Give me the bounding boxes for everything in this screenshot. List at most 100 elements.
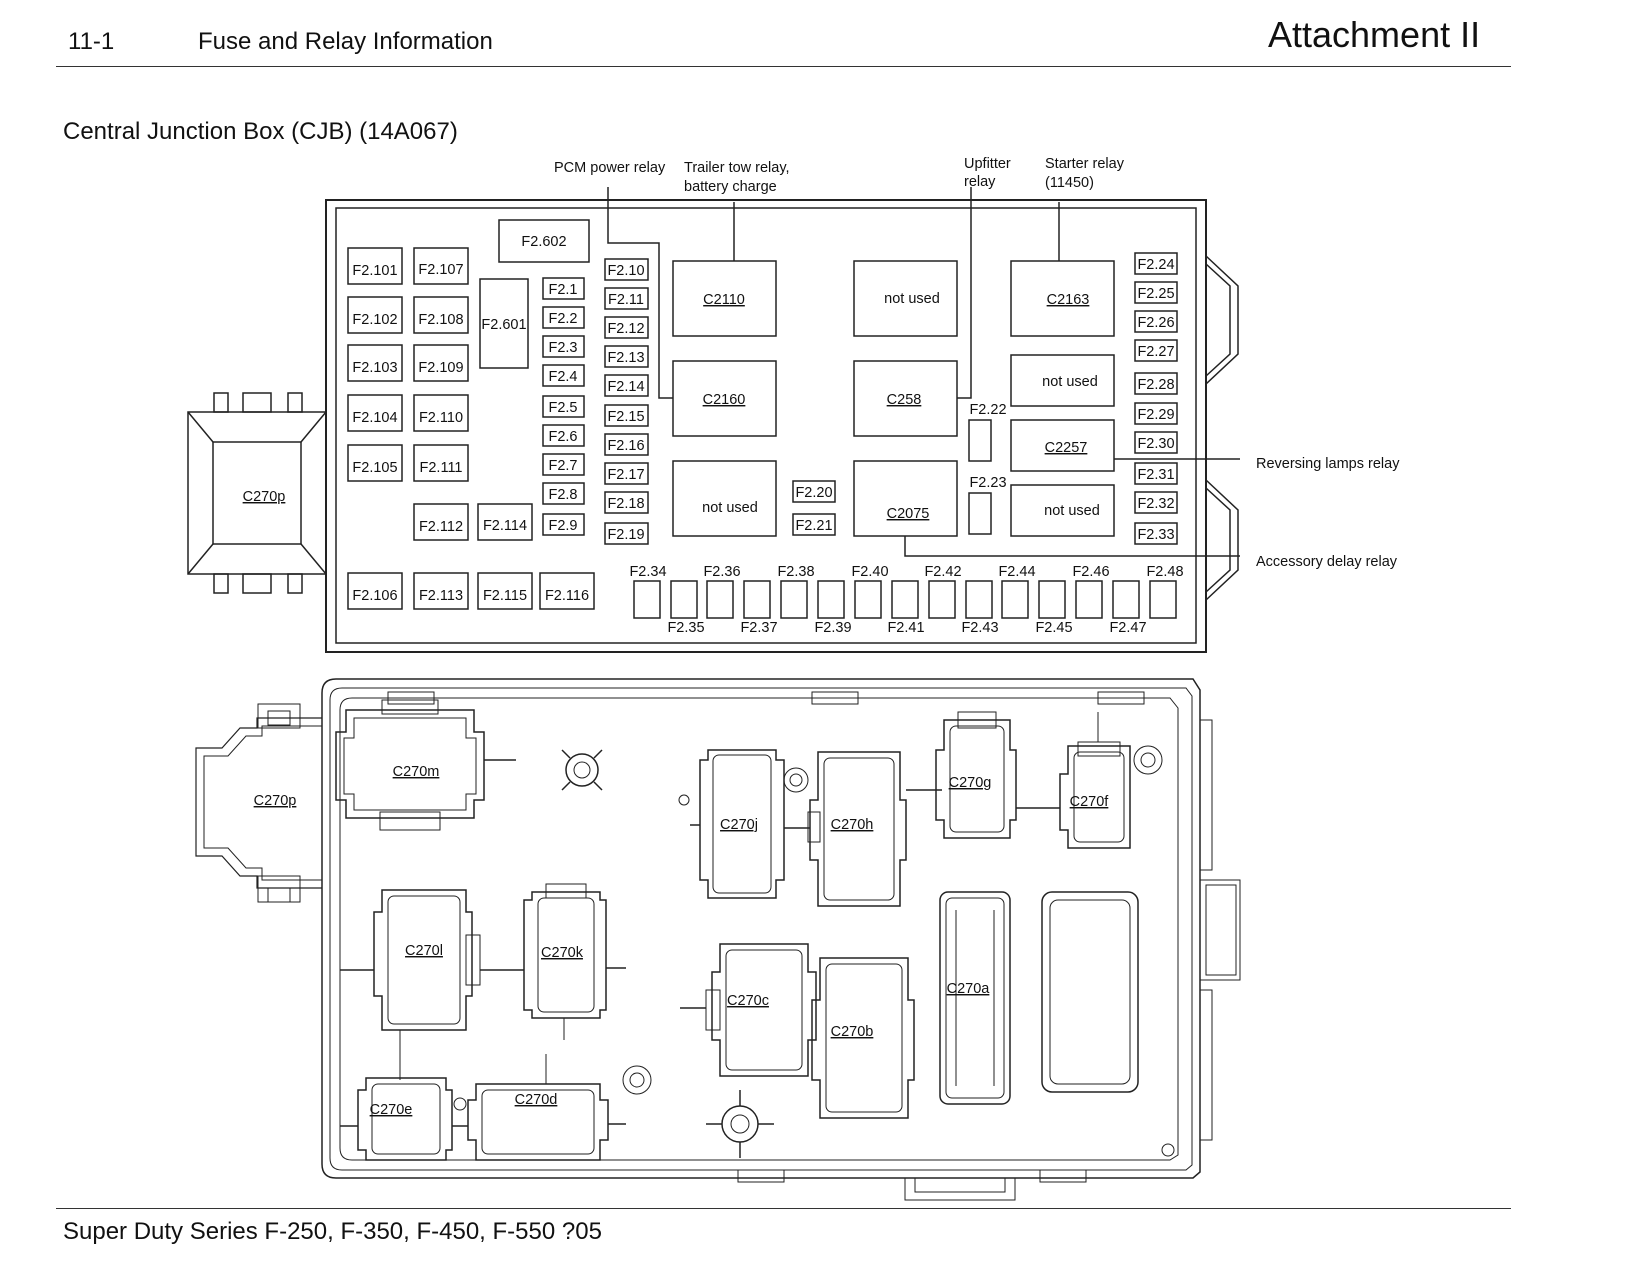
- fuse-f27: F2.7: [548, 458, 577, 474]
- connector-c270f: C270f: [1070, 794, 1110, 810]
- connector-c270a: C270a: [947, 981, 991, 997]
- fuse-f213: F2.13: [607, 350, 644, 366]
- fuse-f221: F2.21: [795, 518, 832, 534]
- fuse-f217: F2.17: [607, 467, 644, 483]
- fuse-f26: F2.6: [548, 429, 577, 445]
- fuse-f242: F2.42: [924, 564, 961, 580]
- connector-c270c: C270c: [727, 993, 769, 1009]
- fuse-f2107: F2.107: [418, 262, 463, 278]
- fuse-f246: F2.46: [1072, 564, 1109, 580]
- relay-c258: C258: [887, 392, 922, 408]
- fuse-f29: F2.9: [548, 518, 577, 534]
- fuse-f229: F2.29: [1137, 407, 1174, 423]
- connector-c270k: C270k: [541, 945, 584, 961]
- fuse-f219: F2.19: [607, 527, 644, 543]
- relay-c2160: C2160: [703, 392, 746, 408]
- page-title: Fuse and Relay Information: [198, 28, 493, 55]
- fuse-f24: F2.4: [548, 369, 577, 385]
- callout-upfitter-2: relay: [964, 174, 996, 190]
- fuse-f243: F2.43: [961, 620, 998, 636]
- fuse-f239: F2.39: [814, 620, 851, 636]
- fuse-f244: F2.44: [998, 564, 1035, 580]
- connector-c270b: C270b: [831, 1024, 874, 1040]
- fuse-f216: F2.16: [607, 438, 644, 454]
- callout-trailer-tow-1: Trailer tow relay,: [684, 160, 790, 176]
- fuse-f220: F2.20: [795, 485, 832, 501]
- fuse-f241: F2.41: [887, 620, 924, 636]
- c270p-schematic-label: C270p: [243, 489, 286, 505]
- page-number: 11-1: [68, 28, 115, 55]
- fuse-f2105: F2.105: [352, 460, 397, 476]
- relay-c2163: C2163: [1047, 292, 1090, 308]
- callout-reversing-lamps: Reversing lamps relay: [1256, 456, 1400, 472]
- relay-c2075: C2075: [887, 506, 930, 522]
- callout-trailer-tow-2: battery charge: [684, 179, 777, 195]
- fuse-f238: F2.38: [777, 564, 814, 580]
- fuse-f21: F2.1: [548, 282, 577, 298]
- fuse-f247: F2.47: [1109, 620, 1146, 636]
- connector-c270l: C270l: [405, 943, 443, 959]
- fuse-f2113: F2.113: [419, 588, 463, 604]
- fuse-f227: F2.27: [1137, 344, 1174, 360]
- section-title: Central Junction Box (CJB) (14A067): [63, 118, 458, 145]
- fuse-f234: F2.34: [629, 564, 666, 580]
- connector-c270g: C270g: [949, 775, 992, 791]
- fuse-f214: F2.14: [607, 379, 644, 395]
- fuse-f212: F2.12: [607, 321, 644, 337]
- fuse-f235: F2.35: [667, 620, 704, 636]
- relay-not-used-2: not used: [884, 291, 940, 307]
- fuse-f226: F2.26: [1137, 315, 1174, 331]
- fuse-f2115: F2.115: [483, 588, 527, 604]
- footer-rule: [56, 1208, 1511, 1209]
- relay-c2257: C2257: [1045, 440, 1088, 456]
- fuse-f2111: F2.111: [420, 460, 463, 476]
- fuse-f236: F2.36: [703, 564, 740, 580]
- fuse-f2112: F2.112: [419, 519, 463, 535]
- fuse-f233: F2.33: [1137, 527, 1174, 543]
- fuse-f23: F2.3: [548, 340, 577, 356]
- fuse-f237: F2.37: [740, 620, 777, 636]
- fuse-f215: F2.15: [607, 409, 644, 425]
- relay-not-used-4: not used: [1044, 503, 1100, 519]
- relay-c2110: C2110: [703, 292, 745, 308]
- fuse-f2102: F2.102: [352, 312, 397, 328]
- fuse-f2104: F2.104: [352, 410, 397, 426]
- header-rule: [56, 66, 1511, 67]
- fuse-f2602: F2.602: [521, 234, 566, 250]
- connector-c270j: C270j: [720, 817, 758, 833]
- fuse-f25: F2.5: [548, 400, 577, 416]
- fuse-f2601: F2.601: [481, 317, 526, 333]
- fuse-f2106: F2.106: [352, 588, 397, 604]
- callout-starter-1: Starter relay: [1045, 156, 1125, 172]
- connector-c270p: C270p: [254, 793, 297, 809]
- fuse-f2110: F2.110: [419, 410, 463, 426]
- fuse-f2108: F2.108: [418, 312, 463, 328]
- fuse-f2101: F2.101: [352, 263, 397, 279]
- fuse-f224: F2.24: [1137, 257, 1174, 273]
- callout-starter-2: (11450): [1045, 175, 1094, 191]
- fuse-f2109: F2.109: [418, 360, 463, 376]
- fuse-f228: F2.28: [1137, 377, 1174, 393]
- connector-c270e: C270e: [370, 1102, 413, 1118]
- fuse-f28: F2.8: [548, 487, 577, 503]
- fuse-f2103: F2.103: [352, 360, 397, 376]
- fuse-f230: F2.30: [1137, 436, 1174, 452]
- fuse-f211: F2.11: [608, 292, 644, 308]
- callout-pcm-power-relay: PCM power relay: [554, 160, 666, 176]
- fuse-f210: F2.10: [607, 263, 644, 279]
- fuse-f222: F2.22: [969, 402, 1006, 418]
- fuse-f240: F2.40: [851, 564, 888, 580]
- fuse-f223: F2.23: [969, 475, 1006, 491]
- fuse-f245: F2.45: [1035, 620, 1072, 636]
- relay-not-used-3: not used: [1042, 374, 1098, 390]
- fuse-f22: F2.2: [548, 311, 577, 327]
- attachment-label: Attachment II: [1268, 14, 1481, 55]
- fuse-f225: F2.25: [1137, 286, 1174, 302]
- fuse-f248: F2.48: [1146, 564, 1183, 580]
- fuse-f218: F2.18: [607, 496, 644, 512]
- callout-upfitter-1: Upfitter: [964, 156, 1011, 172]
- connector-c270d: C270d: [515, 1092, 558, 1108]
- connector-c270h: C270h: [831, 817, 874, 833]
- callout-accessory-delay: Accessory delay relay: [1256, 554, 1398, 570]
- fuse-f232: F2.32: [1137, 496, 1174, 512]
